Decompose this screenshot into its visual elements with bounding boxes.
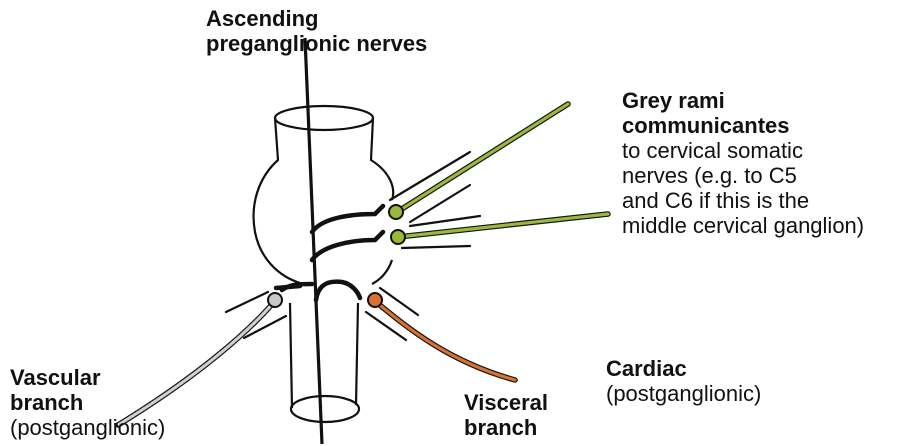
ganglion-body (254, 106, 394, 422)
grey-rami-fiber-upper (397, 104, 568, 212)
grey-rami-fiber-lower (398, 214, 608, 237)
grey-rami-fibers (389, 104, 608, 244)
vascular-label-line1: Vascular (10, 365, 165, 390)
visceral-label-line1: Visceral (464, 390, 548, 415)
grey-rami-desc-line2: nerves (e.g. to C5 (622, 163, 864, 188)
grey-rami-desc-line4: middle cervical ganglion) (622, 213, 864, 238)
grey-rami-desc-line3: and C6 if this is the (622, 188, 864, 213)
grey-rami-label-line2: communicantes (622, 113, 864, 138)
grey-rami-label-line1: Grey rami (622, 88, 864, 113)
grey-rami-lower-sheath-top (410, 216, 480, 226)
right-synapse-arc (316, 282, 360, 300)
ascending-label: Ascending preganglionic nerves (206, 6, 427, 56)
vascular-label: Vascular branch (postganglionic) (10, 365, 165, 440)
left-contour (254, 118, 300, 283)
bottom-opening (291, 396, 359, 422)
vascular-label-line3: (postganglionic) (10, 415, 165, 440)
grey-rami-neuron-lower (391, 230, 405, 244)
grey-rami-lower-sheath-bottom (402, 246, 470, 248)
cardiac-label-line2: (postganglionic) (606, 381, 761, 406)
upper-synapse-arc (312, 206, 383, 232)
vascular-sheath-top (226, 292, 268, 312)
visceral-label: Visceral branch (464, 390, 548, 440)
ascending-label-line1: Ascending (206, 6, 427, 31)
cardiac-label-line1: Cardiac (606, 356, 761, 381)
top-opening (275, 106, 373, 130)
grey-rami-neuron-upper (389, 205, 403, 219)
grey-rami-upper-sheath-bottom (410, 185, 470, 222)
synapse-arcs (276, 206, 383, 300)
grey-rami-desc-line1: to cervical somatic (622, 138, 864, 163)
vascular-neuron (268, 293, 282, 307)
cardiac-sheath-bottom (366, 312, 406, 340)
cardiac-fiber-line (376, 302, 515, 380)
cardiac-label: Cardiac (postganglionic) (606, 356, 761, 406)
left-synapse-bar (276, 286, 300, 288)
ascending-label-line2: preganglionic nerves (206, 31, 427, 56)
middle-synapse-arc (312, 232, 383, 260)
grey-rami-label: Grey rami communicantes to cervical soma… (622, 88, 864, 238)
lower-tube-left (290, 303, 292, 408)
cardiac-fiber (368, 293, 515, 380)
ascending-nerve-line (305, 38, 322, 444)
cardiac-neuron (368, 293, 382, 307)
lower-tube-right (356, 303, 358, 405)
visceral-label-line2: branch (464, 415, 548, 440)
vascular-label-line2: branch (10, 390, 165, 415)
